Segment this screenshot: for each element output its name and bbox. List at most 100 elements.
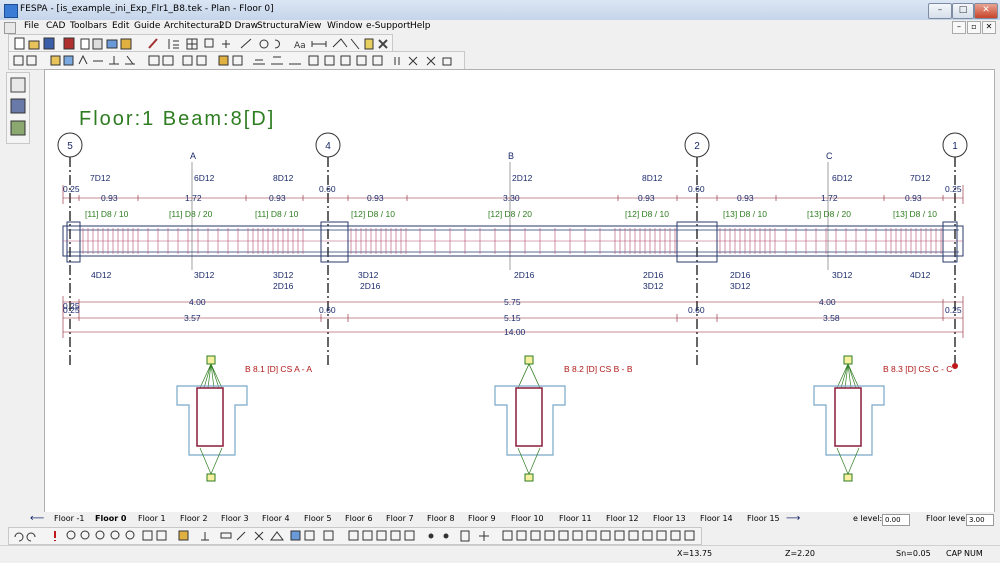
results-icon[interactable] [218,55,229,66]
menu-help[interactable]: Help [410,21,431,31]
schedule-icon[interactable] [356,55,367,66]
menu-view[interactable]: View [300,21,322,31]
dimension-icon[interactable] [311,41,327,47]
properties-icon[interactable] [10,120,26,136]
zoom-previous-icon[interactable] [110,530,120,540]
drawing-canvas[interactable]: Floor:1 Beam:8[D] 5 4 2 1 [44,69,995,514]
menu-guide[interactable]: Guide [134,21,161,31]
center-icon[interactable] [670,530,681,541]
save-icon[interactable] [43,37,55,50]
cancel-icon[interactable] [426,56,436,66]
detail-icon[interactable] [324,55,335,66]
tab-floor-13[interactable]: Floor 13 [653,514,686,523]
layout-icon[interactable] [10,77,26,93]
tab-floor-minus-1[interactable]: Floor -1 [54,514,85,523]
print-icon[interactable] [106,39,118,49]
perpendicular-icon[interactable] [586,530,597,541]
new-file-icon[interactable] [14,37,25,50]
pan-icon[interactable] [156,530,167,541]
menu-file[interactable]: File [24,21,40,31]
list-icon[interactable] [168,39,179,49]
settings-icon[interactable] [63,37,75,50]
zoom-extents-icon[interactable] [142,530,153,541]
point-icon[interactable] [428,533,434,539]
polar-icon[interactable] [530,530,541,541]
tab-floor-0[interactable]: Floor 0 [95,514,127,523]
tab-floor-8[interactable]: Floor 8 [427,514,455,523]
node-icon[interactable] [443,533,449,539]
color-icon[interactable] [364,38,374,50]
tool-a-icon[interactable] [348,530,359,541]
tool-m-icon[interactable] [376,530,387,541]
redraw-icon[interactable] [178,530,189,541]
reinforcement-icon[interactable] [308,55,319,66]
trim-icon[interactable] [254,531,264,541]
building-icon[interactable] [13,55,24,66]
column-icon[interactable] [50,55,61,66]
triangle-icon[interactable] [270,531,284,541]
zoom-all-icon[interactable] [125,530,135,540]
tab-floor-6[interactable]: Floor 6 [345,514,373,523]
export-icon[interactable] [120,38,132,50]
beam-icon[interactable] [63,55,74,66]
zoom-in-icon[interactable] [66,530,76,540]
plan-icon[interactable] [182,55,193,66]
nearest-icon[interactable] [628,530,639,541]
menu-cad[interactable]: CAD [46,21,66,31]
crosshair-icon[interactable] [479,531,489,541]
tab-floor-2[interactable]: Floor 2 [180,514,208,523]
redo-icon[interactable] [26,532,36,542]
maximize-button[interactable]: □ [952,3,974,19]
floor-icon[interactable] [26,55,37,66]
ortho-icon[interactable] [516,530,527,541]
tab-floor-7[interactable]: Floor 7 [386,514,414,523]
mdi-minimize-button[interactable]: – [952,21,966,34]
measure-icon[interactable] [350,38,360,50]
tab-floor-11[interactable]: Floor 11 [559,514,592,523]
delete-icon[interactable] [408,56,418,66]
extension-icon[interactable] [656,530,667,541]
tangent-icon[interactable] [614,530,625,541]
layers-icon[interactable] [10,98,26,114]
mdi-restore-button[interactable]: ▫ [967,21,981,34]
shear-icon[interactable] [271,56,283,65]
group-icon[interactable] [304,530,315,541]
layer-icon[interactable] [323,530,334,541]
osnap-icon[interactable] [544,530,555,541]
open-folder-icon[interactable] [28,40,40,50]
tab-floor-12[interactable]: Floor 12 [606,514,639,523]
selection-point[interactable] [952,363,958,369]
snap-icon[interactable] [222,40,230,48]
footing-icon[interactable] [109,56,119,65]
menu-architectural[interactable]: Architectural [164,21,222,31]
zoom-out-icon[interactable] [80,530,90,540]
grid-icon[interactable] [186,38,198,50]
floor-level-field[interactable]: 3.00 [966,514,994,526]
paste-icon[interactable] [92,38,103,50]
tab-floor-9[interactable]: Floor 9 [468,514,496,523]
tab-scroll-right-icon[interactable]: ⟶ [786,513,801,524]
block-icon[interactable] [290,530,301,541]
line-icon[interactable] [240,38,252,49]
section-icon[interactable] [340,55,351,66]
menu-edit[interactable]: Edit [112,21,130,31]
base-level-field[interactable]: 0.00 [882,514,910,526]
rectangle-icon[interactable] [220,532,232,539]
intersection-icon[interactable] [642,530,653,541]
elevation-icon[interactable] [196,55,207,66]
hand-icon[interactable] [394,57,400,65]
menu-2d-draw[interactable]: 2D Draw [219,21,259,31]
snap-settings-icon[interactable] [684,530,695,541]
report-icon[interactable] [232,55,243,66]
menu-structural[interactable]: Structural [257,21,302,31]
tab-floor-10[interactable]: Floor 10 [511,514,544,523]
mouse-icon[interactable] [460,530,470,542]
close-button[interactable]: ✕ [974,3,998,19]
tool-c-icon[interactable] [404,530,415,541]
pen-icon[interactable] [148,38,158,49]
tool-d-icon[interactable] [390,530,401,541]
endpoint-icon[interactable] [572,530,583,541]
copy-icon[interactable] [80,38,90,50]
tab-scroll-left-icon[interactable]: ⟵ [30,513,45,524]
tool-s-icon[interactable] [362,530,373,541]
